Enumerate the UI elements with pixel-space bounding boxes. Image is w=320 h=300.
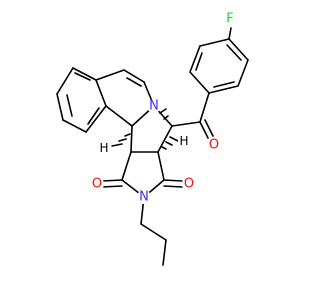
bond-imide-co-left-b <box>101 185 123 188</box>
bond-aryl-double-a <box>213 81 235 88</box>
bond-propyl-2 <box>140 223 167 241</box>
bond-aryl-5 <box>189 45 201 73</box>
atom-imide-oxygen-left: O <box>90 177 104 192</box>
bond-imide-4 <box>157 151 165 181</box>
atom-stereo-h-left: H <box>98 141 110 155</box>
bond-carbonyl-aryl <box>199 92 210 123</box>
atom-imide-oxygen-right-label: O <box>184 177 194 192</box>
bond-aryl-2 <box>237 59 249 87</box>
bond-aryl-6 <box>189 71 210 94</box>
atom-ketone-oxygen-label: O <box>209 138 219 153</box>
atom-imide-oxygen-right: O <box>182 177 196 192</box>
bond-benzo-4 <box>85 105 107 133</box>
atom-label-layer: F O N N O O H H <box>90 12 237 205</box>
bond-imide-co-left-a <box>101 179 123 182</box>
bond-benzo-1 <box>56 67 74 95</box>
atom-imide-nitrogen-label: N <box>139 190 149 205</box>
bond-benzo-5 <box>95 79 107 107</box>
bond-iq-5 <box>105 105 133 127</box>
atom-ring-nitrogen-label: N <box>149 99 159 114</box>
bond-aryl-4 <box>199 38 230 47</box>
bond-benzo-2 <box>56 93 64 121</box>
atom-stereo-h-right-label: H <box>179 134 188 148</box>
atom-ketone-oxygen: O <box>207 138 221 153</box>
hashed-wedge-right <box>161 136 179 150</box>
hashed-wedge-top <box>159 108 169 120</box>
bond-imide-co-right-b <box>163 185 183 188</box>
bond-imide-co-right-a <box>163 179 183 182</box>
atom-stereo-h-right: H <box>178 134 190 148</box>
bond-aryl-f <box>228 27 232 40</box>
bond-benzo-double-b <box>87 107 100 125</box>
bond-alpha-carbonyl <box>171 121 201 127</box>
hashed-wedge-left <box>111 133 131 147</box>
atom-imide-nitrogen: N <box>137 190 151 205</box>
atom-fluorine: F <box>223 12 237 27</box>
bond-benzo-6 <box>72 67 97 81</box>
bond-benzo-3 <box>62 119 87 133</box>
bond-imide-1 <box>121 151 132 181</box>
bond-ketone-co-a <box>199 121 209 139</box>
bond-aryl-3 <box>228 38 249 61</box>
bond-benzo-double-c <box>74 72 91 81</box>
bond-propyl-3 <box>162 239 167 266</box>
bond-aryl-double-c <box>195 52 203 71</box>
bond-layer <box>56 27 249 266</box>
bond-iq-double <box>126 77 142 87</box>
bond-aryl-1 <box>208 85 239 94</box>
atom-fluorine-label: F <box>226 12 233 27</box>
atom-imide-oxygen-left-label: O <box>92 177 102 192</box>
bond-pyr-2 <box>157 125 173 153</box>
bond-ketone-co-b <box>204 119 214 137</box>
bond-iq-2 <box>123 69 145 83</box>
atom-ring-nitrogen: N <box>147 99 161 114</box>
bond-pyr-4 <box>130 125 133 153</box>
bond-benzo-double-a <box>66 94 73 117</box>
atom-stereo-h-left-label: H <box>99 141 108 155</box>
molecule-structure-diagram: F O N N O O H H <box>56 12 249 266</box>
bond-iq-1 <box>95 69 125 81</box>
bond-aryl-double-b <box>226 44 242 61</box>
